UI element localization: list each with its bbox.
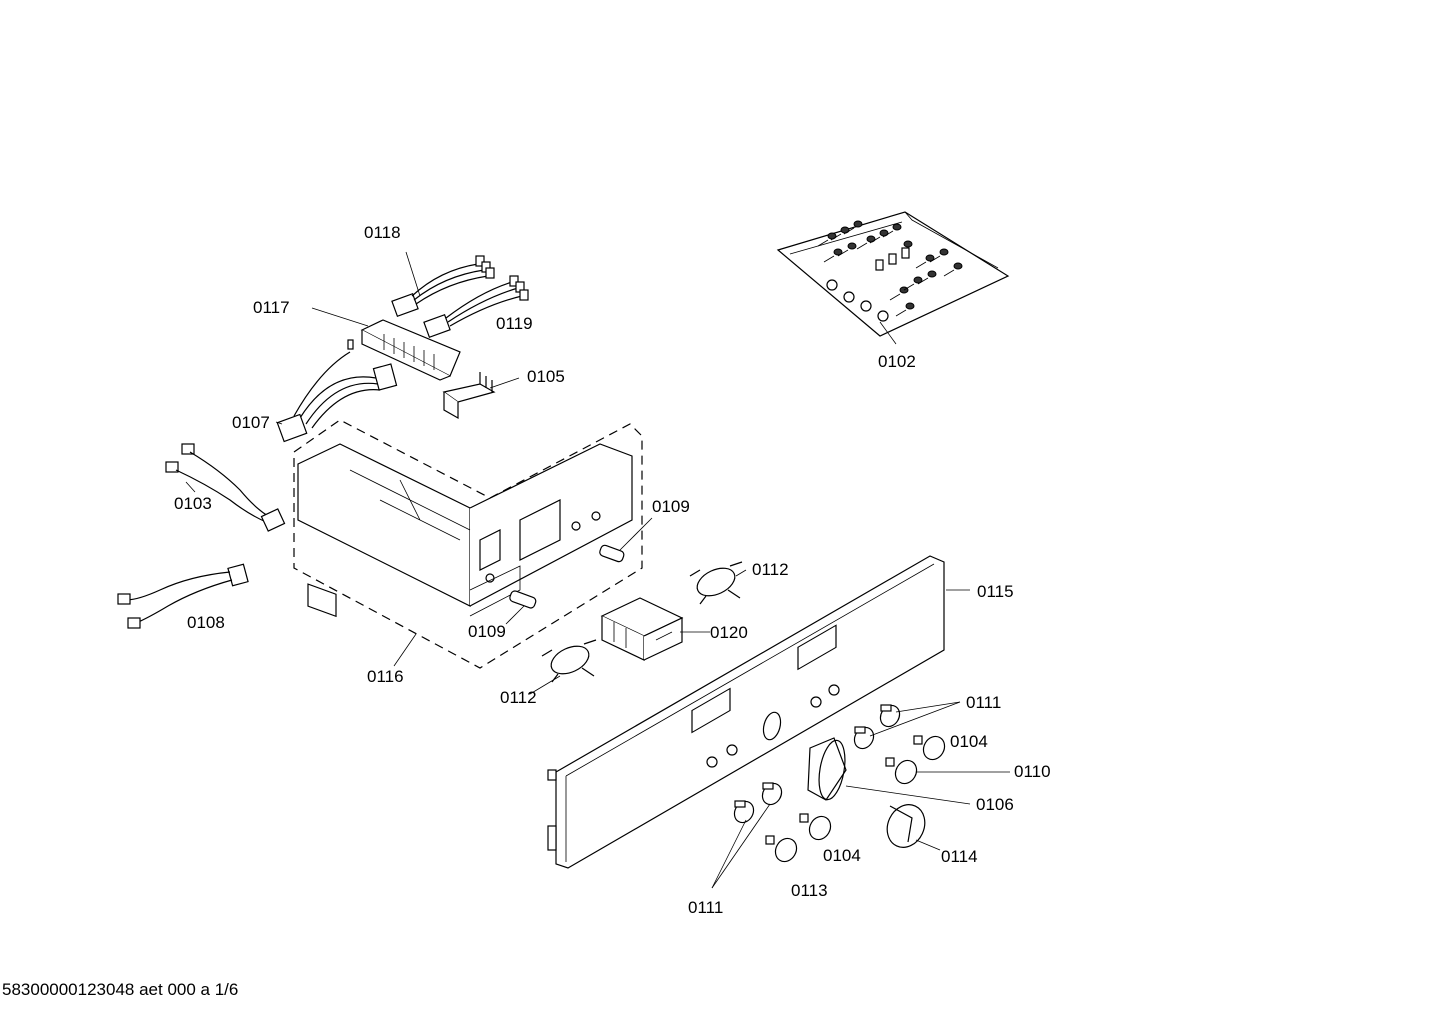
- part-0102-screw-bag: [776, 211, 1010, 337]
- part-0114-rotary-knob: [886, 804, 926, 848]
- part-0112-lamp-holder-upper: [689, 561, 743, 605]
- part-0120-switch: [600, 597, 684, 661]
- part-0118-wiring-harness: [391, 255, 495, 318]
- document-code: 58300000123048 aet 000 a 1/6: [2, 980, 239, 999]
- part-0112-lamp-holder-lower: [541, 639, 597, 683]
- callout-0115: 0115: [977, 582, 1014, 601]
- callout-0104-upper: 0104: [950, 732, 988, 751]
- callout-0112-upper: 0112: [752, 560, 789, 579]
- callout-0112-lower: 0112: [500, 688, 537, 707]
- part-0104-knob-upper: [913, 735, 946, 761]
- callout-0105: 0105: [527, 367, 565, 386]
- callout-0110: 0110: [1014, 762, 1051, 781]
- part-0109-fuse-lower: [509, 590, 537, 609]
- callout-0117: 0117: [253, 298, 290, 317]
- callout-labels: 0118 0117 0119 0105 0107 0102 0103 0109 …: [174, 223, 1051, 917]
- part-0111-spindle-c: [733, 800, 755, 824]
- callout-0107: 0107: [232, 413, 270, 432]
- callout-0116: 0116: [367, 667, 404, 686]
- callout-0111-lower: 0111: [688, 898, 723, 917]
- callout-0102: 0102: [878, 352, 916, 371]
- part-0108-wiring-harness: [117, 563, 249, 629]
- part-0119-wiring-harness: [423, 275, 529, 339]
- leader-lines: [185, 251, 1010, 889]
- part-0116-control-module: [293, 419, 643, 669]
- part-0111-spindle-d: [761, 782, 783, 806]
- callout-0120: 0120: [710, 623, 748, 642]
- part-0109-fuse-upper: [599, 544, 625, 563]
- callout-0109-upper: 0109: [652, 497, 690, 516]
- part-0107-wiring-harness: [276, 351, 398, 443]
- callout-0113: 0113: [791, 881, 828, 900]
- callout-0104-lower: 0104: [823, 846, 861, 865]
- part-0111-spindle-a: [879, 704, 901, 728]
- callout-0119: 0119: [496, 314, 533, 333]
- part-0105-bracket: [442, 372, 496, 420]
- part-0115-control-panel-fascia: [547, 555, 945, 869]
- callout-0103: 0103: [174, 494, 212, 513]
- callout-0118: 0118: [364, 223, 401, 242]
- callout-0108: 0108: [187, 613, 225, 632]
- callout-0114: 0114: [941, 847, 978, 866]
- part-0103-wiring-harness: [165, 443, 286, 532]
- part-0117-terminal-block: [347, 319, 461, 381]
- part-0111-spindle-b: [853, 726, 875, 750]
- part-0106-display-window: [807, 737, 847, 801]
- part-0113-knob: [765, 835, 798, 863]
- part-0110-knob: [885, 757, 918, 785]
- callout-0106: 0106: [976, 795, 1014, 814]
- callout-0111-upper: 0111: [966, 693, 1001, 712]
- part-0104-knob-lower: [799, 813, 832, 841]
- callout-0109-lower: 0109: [468, 622, 506, 641]
